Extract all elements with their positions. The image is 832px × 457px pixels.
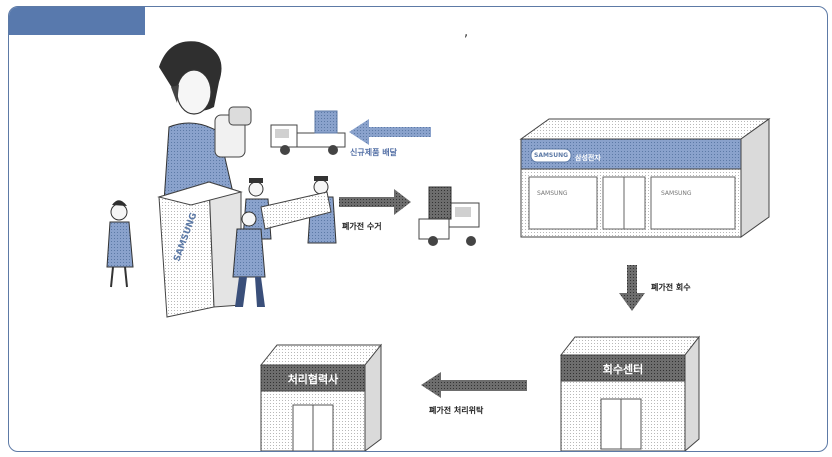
arrow-treatment-left <box>421 372 527 398</box>
label-waste-pickup: 폐가전 수거 <box>342 222 382 231</box>
diagram-frame: , SAMSUNG <box>8 6 828 452</box>
label-new-product-delivery: 신규제품 배달 <box>350 148 397 157</box>
store-sign-label: 삼성전자 <box>575 154 601 162</box>
label-waste-treatment: 폐가전 처리위탁 <box>429 406 484 415</box>
samsung-store-building: SAMSUNG SAMSUNG <box>519 118 771 238</box>
label-waste-collection: 폐가전 회수 <box>651 283 691 292</box>
refrigerator-icon: SAMSUNG <box>157 181 243 318</box>
partner-company-sign: 처리협력사 <box>287 373 339 386</box>
svg-text:SAMSUNG: SAMSUNG <box>537 190 568 197</box>
truck-icon-middle <box>418 186 480 246</box>
small-woman-figure <box>106 200 134 288</box>
collection-center-sign: 회수센터 <box>602 363 644 376</box>
truck-icon-top <box>270 110 346 155</box>
header-bar <box>9 7 145 35</box>
arrow-pickup-right <box>339 189 411 215</box>
arrow-collection-down <box>619 265 645 311</box>
partner-company-building <box>259 343 383 451</box>
samsung-logo: SAMSUNG <box>534 152 569 159</box>
collection-center-building <box>559 335 701 451</box>
arrow-delivery-left <box>349 119 431 145</box>
header-tick: , <box>464 25 469 40</box>
diagram-canvas: SAMSUNG <box>106 41 771 451</box>
vacuum-appliance-icon <box>214 106 252 158</box>
delivery-workers-figure <box>232 176 337 307</box>
svg-text:SAMSUNG: SAMSUNG <box>661 190 692 197</box>
